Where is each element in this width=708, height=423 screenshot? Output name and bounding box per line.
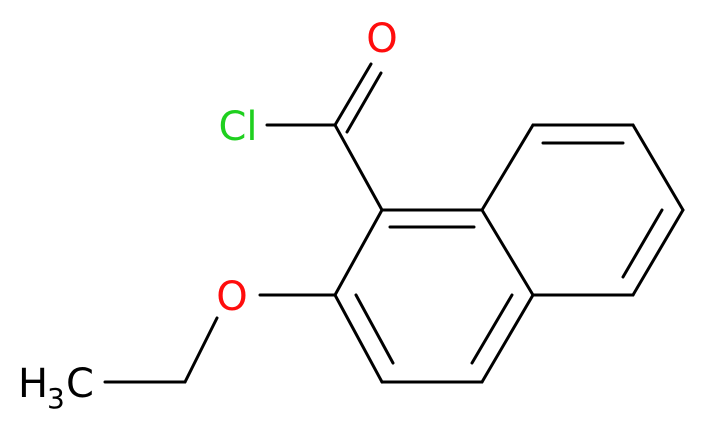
methyl-carbon-label: C — [66, 361, 94, 407]
methyl-subscript-label: 3 — [47, 382, 65, 415]
bond-c7-c6 — [631, 123, 685, 212]
methyl-group-label: H 3 C — [18, 361, 94, 415]
bond-c-o-double-b — [345, 71, 383, 134]
carbonyl-oxygen-label: O — [366, 16, 397, 62]
bond-o-ch2 — [183, 316, 219, 384]
chlorine-label: Cl — [218, 104, 257, 150]
bond-c6-c5 — [631, 208, 685, 297]
bond-c1-c2 — [333, 208, 384, 297]
bond-c2-c3 — [333, 293, 384, 384]
bond-c4-c4a — [480, 293, 535, 384]
bond-lines — [103, 62, 685, 384]
ether-oxygen-label: O — [216, 274, 247, 320]
bond-c-ring — [333, 123, 384, 212]
bond-c8a-c8 — [480, 123, 535, 212]
bond-c-o-double-a — [333, 62, 373, 127]
bond-c6-c5-inner — [621, 208, 664, 279]
bond-c2-c3-inner — [354, 293, 395, 365]
bond-c4-c4a-inner — [470, 293, 514, 365]
methyl-hydrogen-label: H — [18, 361, 48, 407]
bond-c4a-c8a — [480, 208, 535, 297]
